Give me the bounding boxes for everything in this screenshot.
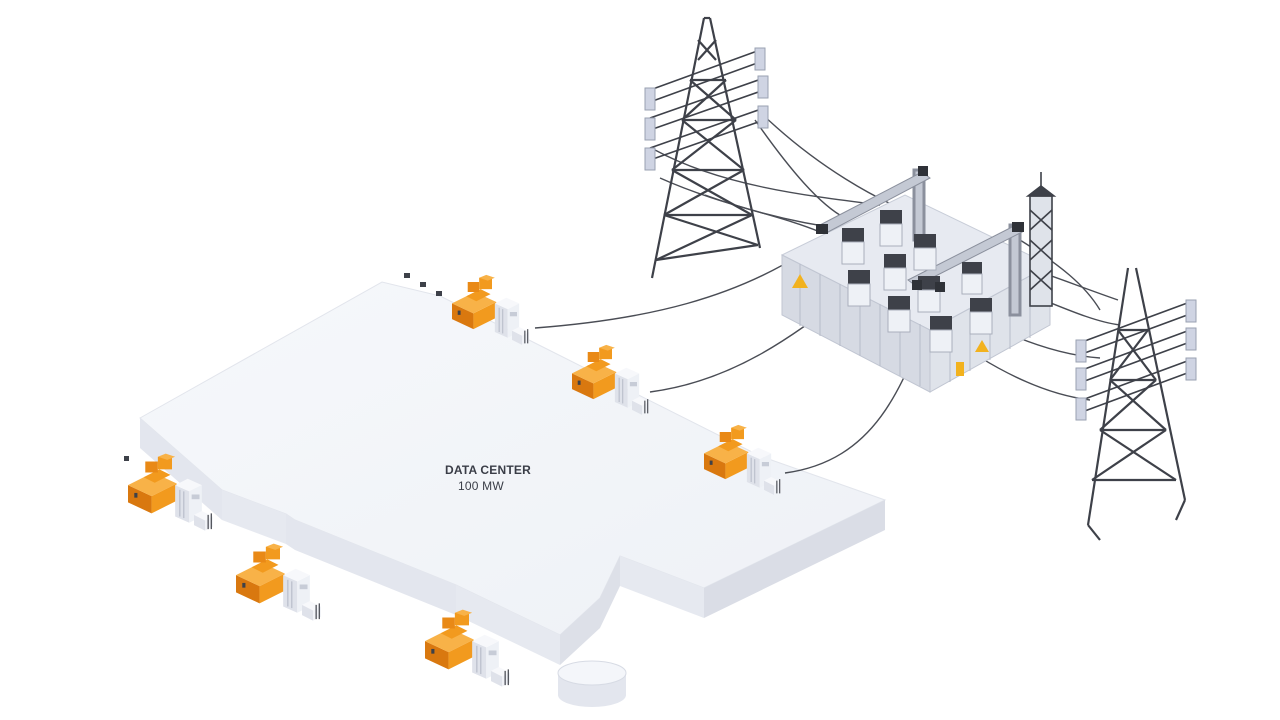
data-center-wall-front4	[620, 556, 704, 618]
data-center-building: DATA CENTER 100 MW	[139, 281, 887, 665]
transmission-tower-left	[644, 16, 769, 279]
warning-sign-icon	[975, 340, 989, 352]
data-center-wall-notch	[560, 556, 620, 665]
water-tank-icon	[557, 660, 627, 707]
substation	[780, 166, 1057, 393]
data-center-capacity: 100 MW	[458, 479, 504, 493]
data-center-wall-front2	[286, 514, 456, 615]
transmission-tower-right	[1075, 267, 1197, 541]
lightning-mast	[1025, 172, 1057, 307]
warning-panel-icon	[956, 362, 964, 376]
warning-sign-icon	[792, 274, 808, 288]
data-center-wall-front1	[222, 490, 286, 544]
transformer-icon	[841, 210, 993, 353]
data-center-wall-front3	[456, 585, 560, 665]
data-center-wall-right	[704, 500, 885, 618]
more-units-ellipsis	[124, 273, 442, 461]
data-center-label: DATA CENTER	[445, 463, 531, 477]
